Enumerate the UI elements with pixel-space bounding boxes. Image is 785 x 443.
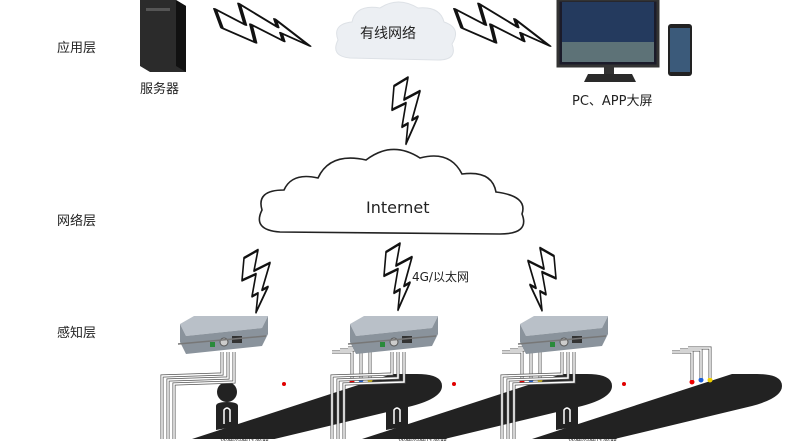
- gateway-device-icon: [177, 315, 269, 355]
- phone-icon: [668, 24, 692, 76]
- display-label: PC、APP大屏: [572, 94, 653, 109]
- wireless-link-icon: [207, 0, 317, 63]
- wireless-link-icon: [382, 242, 414, 312]
- gateway-device-icon: [517, 315, 609, 355]
- sensor-label: 梯速测速传感器: [398, 434, 447, 442]
- monitor-icon: [556, 0, 660, 82]
- sensor-label: 梯速测速传感器: [220, 434, 269, 442]
- gateway-device-icon: [347, 315, 439, 355]
- layer-label-network: 网络层: [57, 214, 97, 229]
- sensor-station-3: [490, 315, 784, 439]
- layer-label-application: 应用层: [57, 41, 97, 56]
- wired-network-label: 有线网络: [360, 26, 416, 42]
- link-label: 4G/以太网: [412, 270, 469, 284]
- wired-network-cloud: [335, 1, 457, 61]
- layer-label-perception: 感知层: [57, 326, 97, 341]
- wireless-link-icon: [526, 246, 558, 312]
- server-label: 服务器: [140, 82, 180, 97]
- internet-cloud: [258, 148, 525, 235]
- wireless-link-icon: [447, 0, 557, 63]
- wireless-link-icon: [390, 76, 422, 146]
- internet-label: Internet: [366, 198, 430, 217]
- sensor-label: 梯速测速传感器: [568, 434, 617, 442]
- wireless-link-icon: [240, 248, 272, 314]
- server-icon: [140, 0, 186, 72]
